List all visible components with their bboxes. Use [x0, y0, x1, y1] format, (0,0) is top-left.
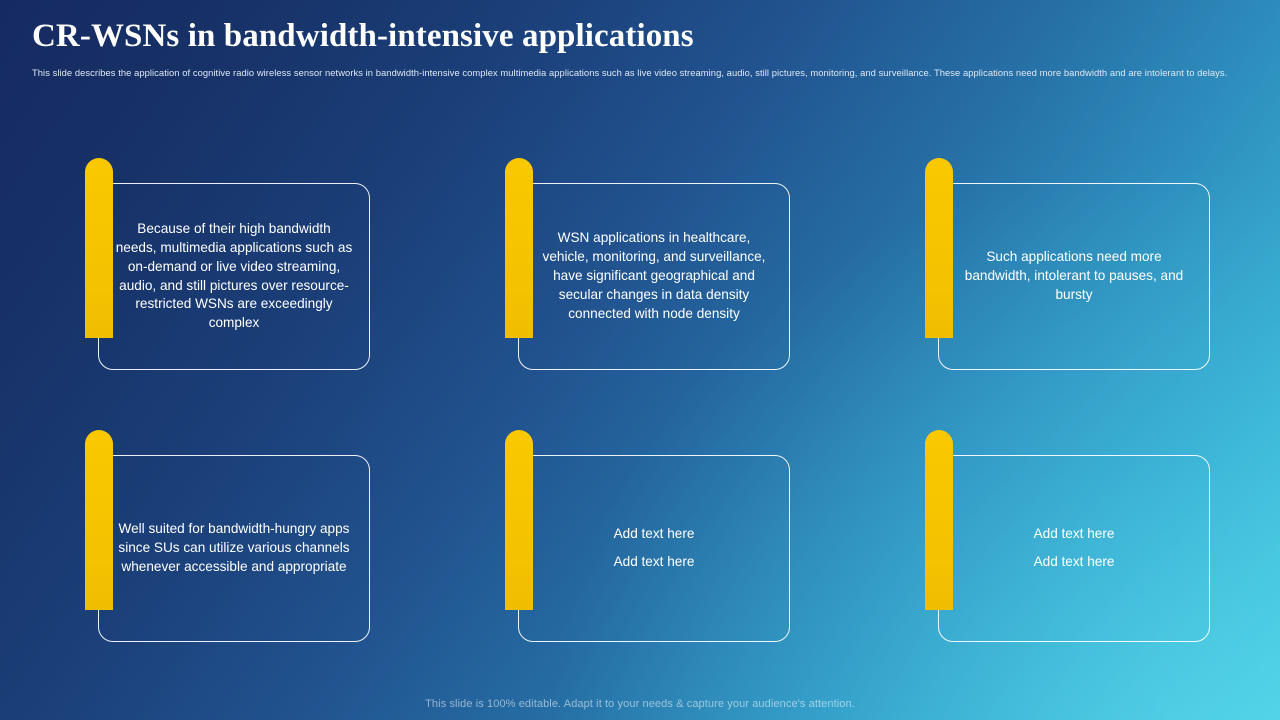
card-placeholder-line[interactable]: Add text here	[613, 554, 695, 569]
accent-bar-1	[85, 158, 113, 338]
card-text-6: Add text here Add text here	[945, 455, 1203, 642]
content-card-5[interactable]: Add text here Add text here	[505, 430, 790, 642]
page-title: CR-WSNs in bandwidth-intensive applicati…	[32, 18, 694, 54]
slide-description: This slide describes the application of …	[32, 66, 1228, 78]
editable-note: This slide is 100% editable. Adapt it to…	[425, 698, 855, 710]
card-text-2: WSN applications in healthcare, vehicle,…	[525, 183, 783, 370]
accent-bar-6	[925, 430, 953, 610]
card-text-1: Because of their high bandwidth needs, m…	[105, 183, 363, 370]
content-card-3[interactable]: Such applications need more bandwidth, i…	[925, 158, 1210, 370]
slide-header: CR-WSNs in bandwidth-intensive applicati…	[0, 0, 1280, 79]
accent-bar-2	[505, 158, 533, 338]
card-line: Well suited for bandwidth-hungry apps si…	[118, 521, 350, 574]
accent-bar-5	[505, 430, 533, 610]
content-card-2[interactable]: WSN applications in healthcare, vehicle,…	[505, 158, 790, 370]
content-card-6[interactable]: Add text here Add text here	[925, 430, 1210, 642]
card-line: Because of their high bandwidth needs, m…	[115, 220, 353, 331]
card-text-3: Such applications need more bandwidth, i…	[945, 183, 1203, 370]
accent-bar-4	[85, 430, 113, 610]
content-card-4[interactable]: Well suited for bandwidth-hungry apps si…	[85, 430, 370, 642]
card-text-5: Add text here Add text here	[525, 455, 783, 642]
card-placeholder-line[interactable]: Add text here	[1033, 554, 1115, 569]
card-line: Such applications need more bandwidth, i…	[964, 249, 1184, 302]
card-placeholder-line[interactable]: Add text here	[613, 526, 695, 542]
card-line: WSN applications in healthcare, vehicle,…	[542, 230, 766, 321]
accent-bar-3	[925, 158, 953, 338]
card-placeholder-line[interactable]: Add text here	[1033, 526, 1115, 542]
content-card-1[interactable]: Because of their high bandwidth needs, m…	[85, 158, 370, 370]
card-text-4: Well suited for bandwidth-hungry apps si…	[105, 455, 363, 642]
